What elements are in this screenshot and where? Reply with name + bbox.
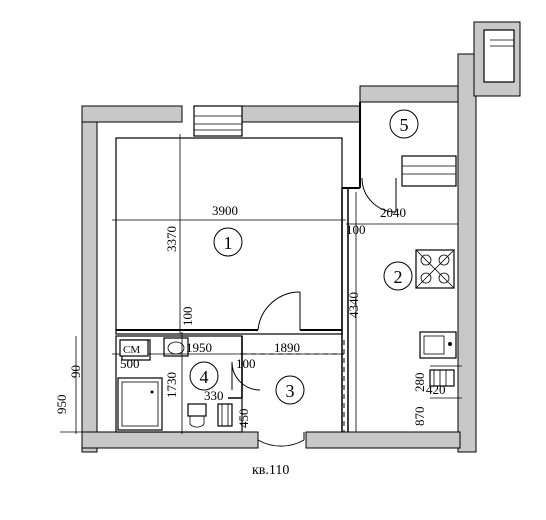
bathroom-sink-icon [163, 337, 189, 357]
doors [231, 177, 397, 447]
toilet-icon [187, 403, 207, 428]
outer-walls [81, 21, 521, 453]
apartment-label: кв.110 [252, 463, 289, 478]
dim-500: 500 [120, 356, 140, 371]
room-3-marker: 3 [275, 375, 305, 405]
room-1-marker: 1 [213, 227, 243, 257]
dim-280: 280 [412, 373, 427, 393]
dim-100-hall: 100 [236, 356, 256, 371]
dim-1730: 1730 [164, 372, 179, 398]
room-1-number: 1 [224, 233, 233, 253]
washer-label: СМ [123, 344, 140, 356]
dim-3900: 3900 [212, 203, 238, 218]
dimension-lines [60, 134, 462, 434]
dim-100-top: 100 [346, 222, 366, 237]
shower-tray-icon [117, 377, 163, 431]
dim-330: 330 [204, 388, 224, 403]
window-balcony [401, 155, 457, 187]
window-top [193, 105, 243, 137]
room-5-marker: 5 [389, 109, 419, 139]
dim-870: 870 [412, 407, 427, 427]
room-2-number: 2 [394, 267, 403, 287]
room-2-marker: 2 [383, 261, 413, 291]
kitchen-sink-icon [419, 331, 457, 359]
utility-riser [217, 369, 455, 427]
dim-420: 420 [426, 382, 446, 397]
dim-1950: 1950 [186, 340, 212, 355]
interior-walls [115, 102, 361, 433]
dim-4340: 4340 [346, 292, 361, 318]
dim-3370: 3370 [164, 226, 179, 252]
dim-450: 450 [236, 409, 251, 429]
dim-1890: 1890 [274, 340, 300, 355]
dim-950: 950 [54, 395, 69, 415]
dim-2040: 2040 [380, 205, 406, 220]
window-top-right [490, 39, 514, 47]
room-3-number: 3 [286, 381, 295, 401]
room-4-marker: 4 [189, 361, 219, 391]
room-4-number: 4 [200, 367, 209, 387]
stove-icon [415, 249, 455, 289]
room-5-number: 5 [400, 115, 409, 135]
dim-100-vertical: 100 [180, 307, 195, 327]
dim-90: 90 [68, 365, 83, 378]
